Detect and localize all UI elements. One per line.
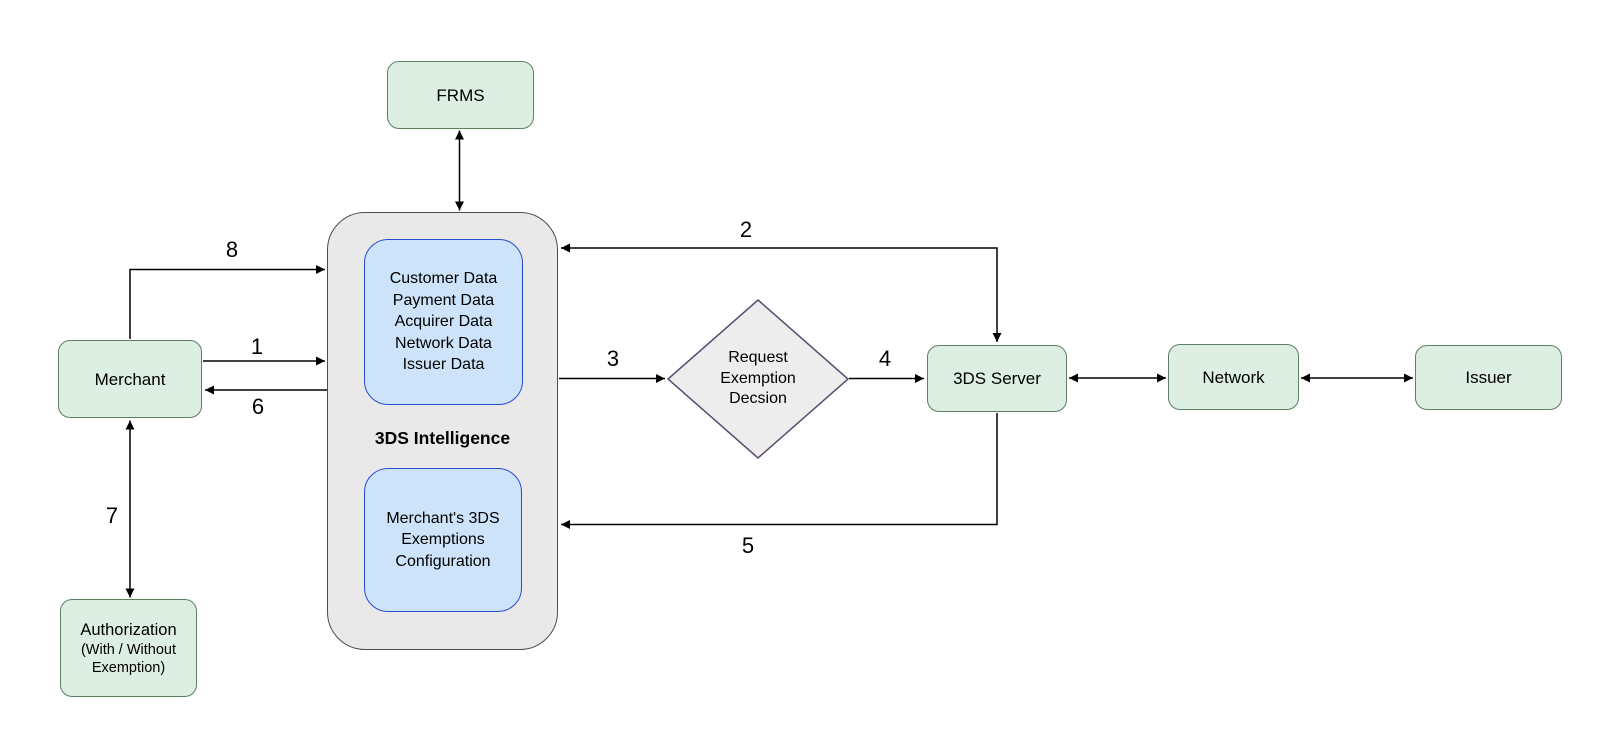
arrow-step5-server-to-intelligence: [561, 413, 998, 529]
decision-line: Decsion: [729, 390, 787, 408]
edge-label-1: 1: [250, 334, 264, 359]
3ds-intelligence-label: 3DS Intelligence: [374, 428, 511, 448]
merchant-label: Merchant: [94, 369, 166, 389]
decision-diamond: Request Exemption Decsion: [668, 300, 848, 458]
data-inputs-line: Acquirer Data: [394, 313, 493, 331]
data-inputs-line: Network Data: [395, 334, 492, 352]
arrow-step8-merchant-to-intelligence: [129, 265, 325, 339]
authorization-label: Authorization: [80, 620, 177, 639]
issuer-label: Issuer: [1465, 368, 1512, 387]
edge-label-2: 2: [739, 217, 753, 242]
authorization-sub-label: Exemption): [91, 659, 166, 676]
data-inputs-line: Customer Data: [389, 270, 498, 288]
merchant-node: Merchant: [58, 340, 202, 418]
frms-label: FRMS: [436, 85, 485, 105]
decision-line: Request: [728, 349, 788, 367]
edge-label-5: 5: [741, 533, 755, 558]
data-inputs-box: Customer Data Payment Data Acquirer Data…: [364, 239, 523, 405]
edge-label-7: 7: [105, 503, 119, 528]
authorization-sub-label: (With / Without: [80, 641, 177, 658]
exemptions-config-line: Configuration: [395, 552, 491, 570]
network-node: Network: [1168, 344, 1299, 410]
edge-label-3: 3: [606, 346, 620, 371]
data-inputs-line: Issuer Data: [402, 356, 485, 374]
authorization-node: Authorization (With / Without Exemption): [60, 599, 197, 697]
edge-label-4: 4: [878, 346, 892, 371]
3ds-server-label: 3DS Server: [953, 369, 1041, 388]
decision-line: Exemption: [720, 369, 796, 387]
edge-label-8: 8: [225, 237, 239, 262]
exemptions-config-line: Exemptions: [401, 531, 485, 549]
edge-label-6: 6: [251, 394, 265, 419]
exemptions-config-line: Merchant's 3DS: [386, 509, 500, 527]
exemptions-config-box: Merchant's 3DS Exemptions Configuration: [364, 468, 522, 612]
frms-node: FRMS: [387, 61, 534, 129]
network-label: Network: [1202, 367, 1265, 387]
issuer-node: Issuer: [1415, 345, 1562, 410]
3ds-server-node: 3DS Server: [927, 345, 1067, 412]
data-inputs-line: Payment Data: [392, 291, 495, 309]
arrow-step2-server-intelligence: [561, 243, 1002, 342]
